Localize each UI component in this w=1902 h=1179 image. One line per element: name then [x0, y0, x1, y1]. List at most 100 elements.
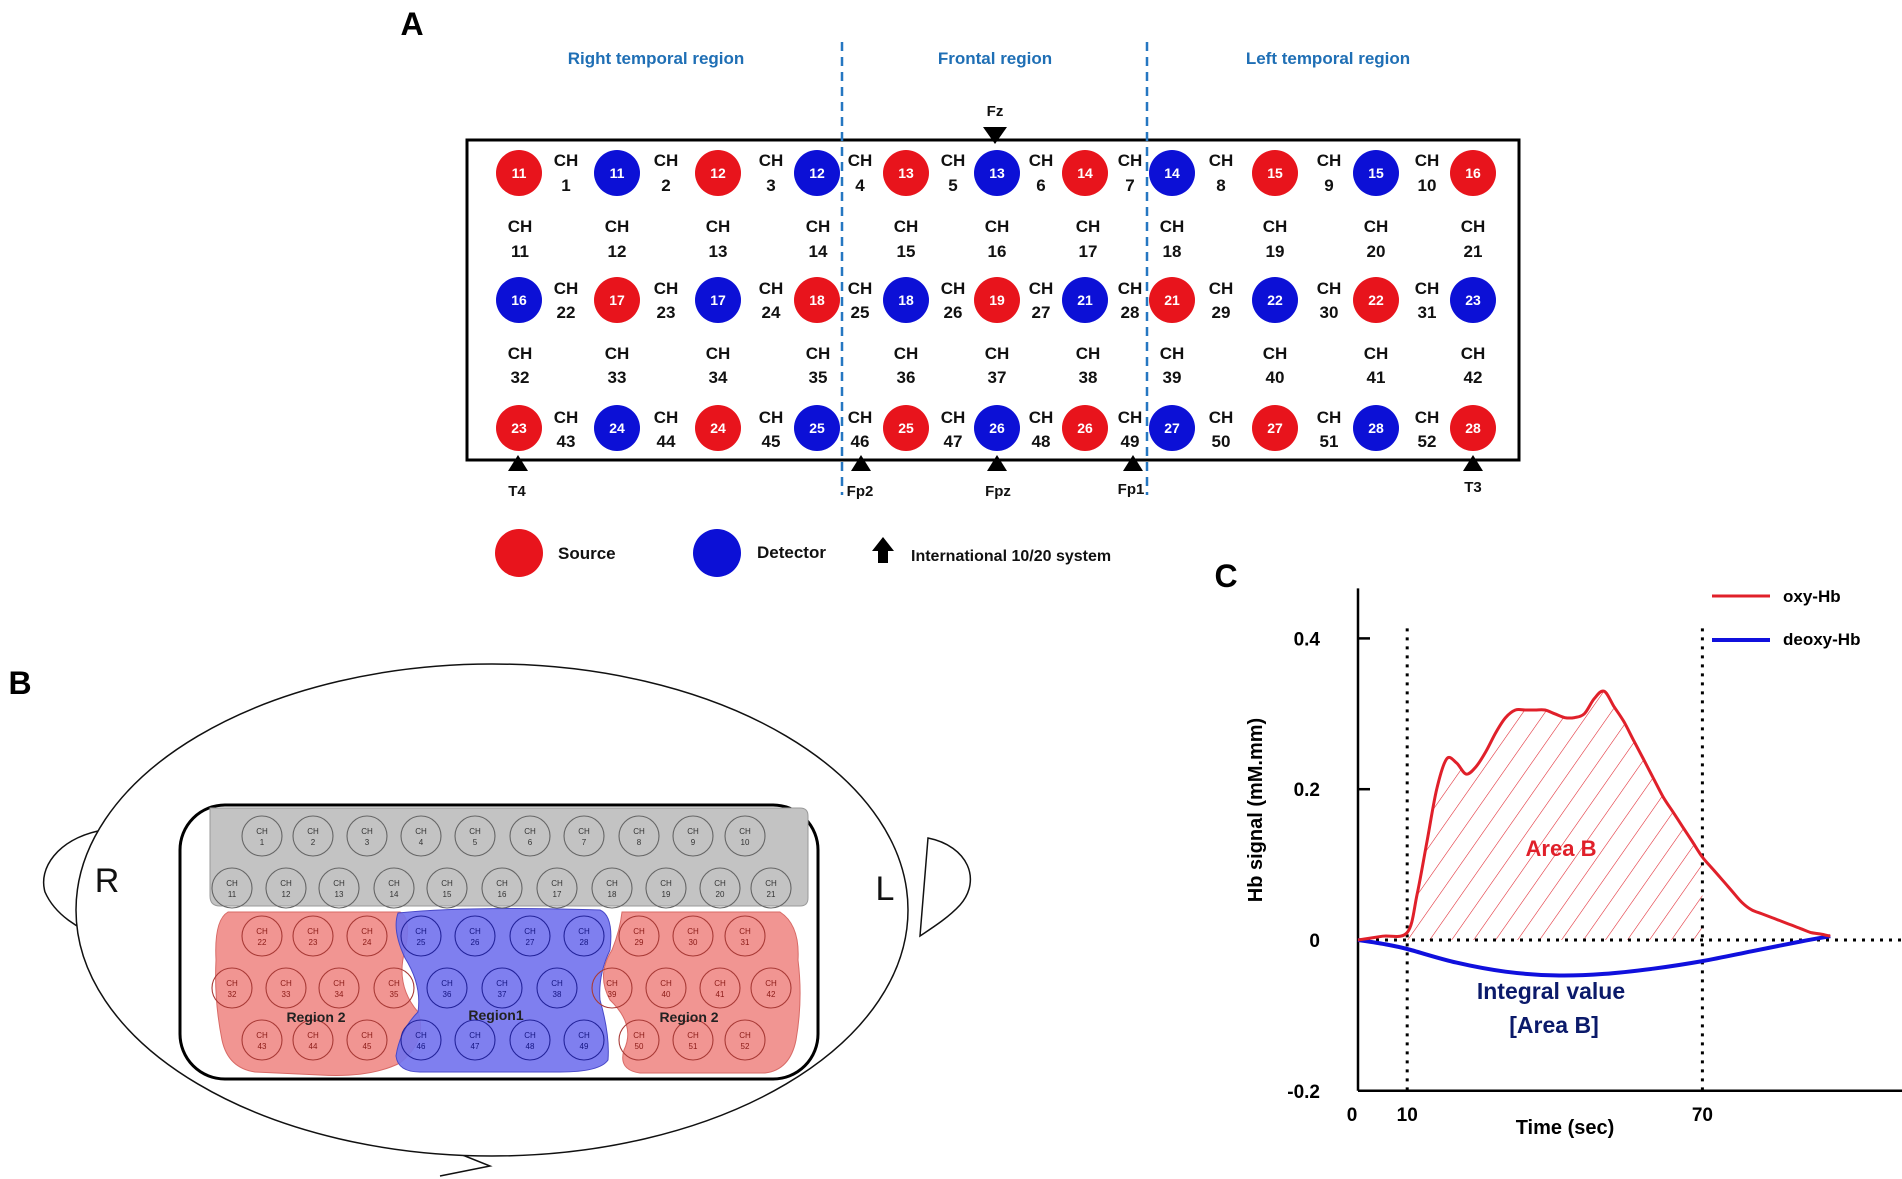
region2-left-area [603, 911, 801, 1074]
y-tick-label: 0.2 [1294, 780, 1320, 801]
head-channel-circle [241, 1019, 283, 1061]
optode-number: 18 [898, 292, 914, 308]
channel-prefix: CH [1263, 217, 1288, 236]
channel-prefix: CH [806, 344, 831, 363]
optode-number: 22 [1368, 292, 1384, 308]
channel-prefix: CH [1029, 408, 1054, 427]
detector-optode [1062, 277, 1108, 323]
channel-number: 45 [762, 432, 781, 451]
head-channel-prefix: CH [441, 979, 453, 988]
landmark-t3-marker [1463, 455, 1483, 471]
head-channel-number: 38 [553, 990, 562, 999]
legend-detector-label: Detector [757, 543, 826, 562]
head-channel-number: 16 [498, 890, 507, 899]
left-ear-shape [919, 837, 971, 938]
head-channel-prefix: CH [551, 979, 563, 988]
y-axis-label: Hb signal (mM.mm) [1245, 718, 1267, 902]
region2-right-label: Region 2 [286, 1009, 345, 1025]
head-channel-prefix: CH [633, 1031, 645, 1040]
channel-prefix: CH [848, 279, 873, 298]
head-channel-number: 12 [282, 890, 291, 899]
channel-number: 29 [1212, 303, 1231, 322]
optode-number: 28 [1465, 420, 1481, 436]
head-channel-circle [265, 967, 307, 1009]
head-channel-circle [454, 1019, 496, 1061]
channel-prefix: CH [1029, 151, 1054, 170]
legend-arrow-up-icon [872, 537, 894, 563]
head-channel-circle [645, 967, 687, 1009]
channel-number: 30 [1320, 303, 1339, 322]
head-channel-number: 52 [741, 1042, 750, 1051]
series-line-oxy-hb [1357, 689, 1831, 942]
head-channel-number: 10 [741, 838, 750, 847]
optode-number: 26 [989, 420, 1005, 436]
optode-number: 23 [511, 420, 527, 436]
optode-number: 22 [1267, 292, 1283, 308]
optode-number: 12 [809, 165, 825, 181]
head-channel-number: 8 [637, 838, 642, 847]
channel-number: 15 [897, 242, 916, 261]
head-channel-circle [481, 867, 523, 909]
channel-prefix: CH [554, 279, 579, 298]
channel-number: 32 [511, 368, 530, 387]
optode-number: 15 [1368, 165, 1384, 181]
optode-number: 21 [1077, 292, 1093, 308]
head-channel-number: 49 [580, 1042, 589, 1051]
source-optode [1062, 405, 1108, 451]
channel-prefix: CH [941, 279, 966, 298]
x-tick-label: 0 [1347, 1105, 1358, 1126]
channel-prefix: CH [1364, 344, 1389, 363]
head-channel-circle [645, 867, 687, 909]
channel-prefix: CH [1364, 217, 1389, 236]
area-b-shading [1407, 690, 1703, 940]
head-channel-prefix: CH [765, 979, 777, 988]
head-channel-prefix: CH [714, 979, 726, 988]
landmark-t4-marker [508, 455, 528, 471]
channel-number: 35 [809, 368, 828, 387]
head-channel-prefix: CH [739, 827, 751, 836]
head-channel-number: 36 [443, 990, 452, 999]
channel-prefix: CH [1461, 344, 1486, 363]
optode-number: 19 [989, 292, 1005, 308]
optode-number: 17 [710, 292, 726, 308]
head-channel-number: 17 [553, 890, 562, 899]
channel-number: 5 [948, 176, 957, 195]
legend-system-label: International 10/20 system [911, 548, 1111, 565]
head-channel-number: 20 [716, 890, 725, 899]
head-channel-circle [346, 915, 388, 957]
source-optode [883, 150, 929, 196]
head-channel-circle [346, 1019, 388, 1061]
head-channel-prefix: CH [469, 927, 481, 936]
head-channel-number: 13 [335, 890, 344, 899]
channel-prefix: CH [706, 344, 731, 363]
head-channel-prefix: CH [687, 827, 699, 836]
head-channel-circle [563, 1019, 605, 1061]
channel-prefix: CH [759, 279, 784, 298]
channel-prefix: CH [654, 151, 679, 170]
head-channel-prefix: CH [361, 827, 373, 836]
channel-prefix: CH [1029, 279, 1054, 298]
head-channel-number: 31 [741, 938, 750, 947]
channel-prefix: CH [1160, 344, 1185, 363]
head-channel-number: 6 [528, 838, 533, 847]
head-channel-circle [241, 815, 283, 857]
head-channel-prefix: CH [361, 927, 373, 936]
head-channel-prefix: CH [415, 1031, 427, 1040]
head-channel-circle [750, 867, 792, 909]
head-channel-number: 42 [767, 990, 776, 999]
optode-number: 17 [609, 292, 625, 308]
channel-number: 11 [511, 242, 529, 261]
head-channel-circle [292, 1019, 334, 1061]
head-channel-prefix: CH [226, 879, 238, 888]
head-channel-number: 1 [260, 838, 265, 847]
head-channel-number: 9 [691, 838, 696, 847]
region1-label: Region1 [468, 1007, 523, 1023]
head-channel-prefix: CH [280, 879, 292, 888]
head-channel-circle [454, 815, 496, 857]
side-label-right: R [95, 862, 120, 900]
channel-prefix: CH [654, 279, 679, 298]
head-channel-circle [241, 915, 283, 957]
channel-prefix: CH [1209, 279, 1234, 298]
head-channel-prefix: CH [388, 879, 400, 888]
optode-number: 27 [1164, 420, 1180, 436]
